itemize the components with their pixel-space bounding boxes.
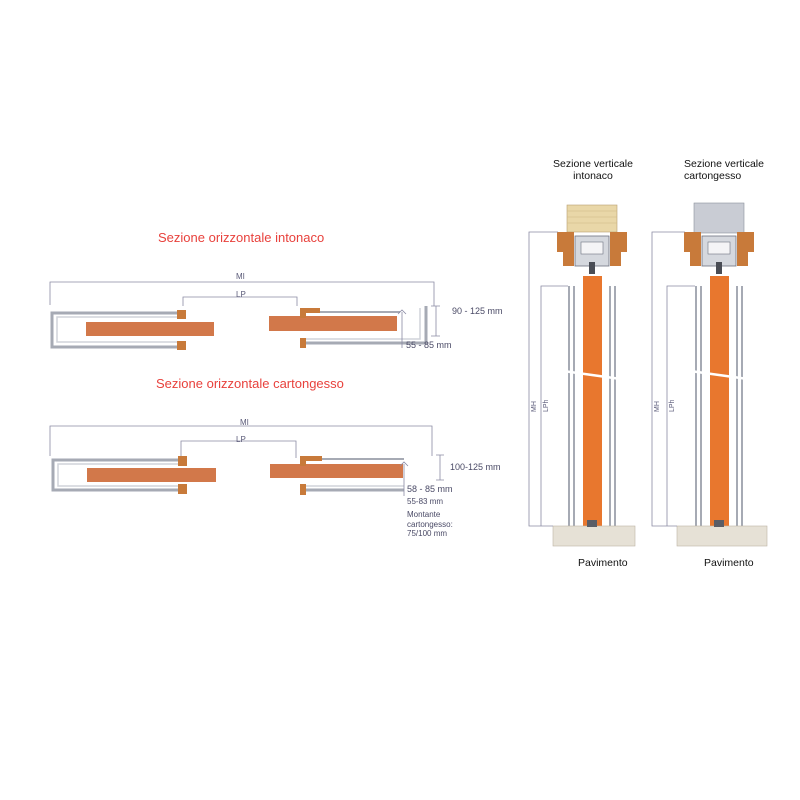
right-jamb-cap-top [300, 308, 320, 318]
right-jamb-cap-bottom [300, 338, 306, 348]
plaster-lp-label: LP [236, 290, 246, 299]
floor-guide [587, 520, 597, 527]
frame-left-rail [695, 286, 702, 526]
vertical-section-plaster [528, 204, 636, 547]
hanger [716, 262, 722, 274]
drywall-depth-range-a: 58 - 85 mm [407, 484, 453, 494]
drywall-height-range: 100-125 mm [450, 462, 501, 472]
depth-range-marker [399, 461, 409, 496]
drywall-stud-note: Montante cartongesso: 75/100 mm [407, 510, 453, 539]
plaster-floor-label: Pavimento [578, 557, 628, 569]
frame-left-rail [568, 286, 575, 526]
plaster-hatching [567, 210, 617, 224]
frame-right-rail [736, 286, 743, 526]
plaster-vertical-title: Sezione verticale intonaco [553, 158, 633, 183]
left-frame-outer-rail [51, 458, 186, 492]
left-jamb-cap-top [178, 456, 187, 466]
track-rollers [580, 241, 604, 255]
plaster-horizontal-title: Sezione orizzontale intonaco [158, 230, 325, 245]
mi-dimension-line [49, 281, 435, 306]
right-jamb-cap-bottom [300, 484, 306, 495]
right-jamb-cap-top [300, 456, 322, 466]
right-door-leaf [269, 316, 397, 331]
door-leaf [583, 276, 602, 526]
floor-slab [676, 525, 768, 547]
right-frame-inner-rail [300, 308, 421, 340]
floor-guide [714, 520, 724, 527]
leaf-break-marks [682, 368, 756, 382]
right-door-leaf [270, 464, 403, 478]
horizontal-section-drywall [49, 425, 444, 496]
floor-slab [552, 525, 636, 547]
left-frame-inner-rail [57, 463, 186, 487]
mi-dimension-line [49, 425, 433, 456]
drywall-vertical-title: Sezione verticale cartongesso [684, 158, 764, 183]
top-frame-left [557, 232, 574, 266]
top-frame-right [737, 232, 754, 266]
hanger [589, 262, 595, 274]
drywall-ceiling-block [693, 202, 745, 234]
mh-dimension-line [528, 231, 558, 527]
plaster-mh-label: MH [531, 401, 538, 412]
plaster-depth-range: 55 - 85 mm [406, 340, 452, 350]
track-rollers [707, 241, 731, 255]
drywall-floor-label: Pavimento [704, 557, 754, 569]
left-jamb-cap-bottom [177, 341, 186, 350]
left-jamb-cap-top [177, 310, 186, 319]
left-jamb-cap-bottom [178, 484, 187, 494]
left-frame-inner-rail [56, 316, 184, 343]
plaster-height-range: 90 - 125 mm [452, 306, 503, 316]
horizontal-section-plaster [49, 281, 440, 350]
drywall-lp-label: LP [236, 435, 246, 444]
plaster-ceiling-block [566, 204, 618, 233]
lh-dimension-line [540, 285, 568, 526]
top-frame-right [610, 232, 627, 266]
lp-dimension-line [180, 440, 297, 458]
height-range-marker [436, 454, 444, 481]
depth-range-marker [397, 309, 407, 348]
mh-dimension-line [651, 231, 685, 527]
door-leaf [710, 276, 729, 526]
drywall-mi-label: MI [240, 418, 249, 427]
top-frame-left [684, 232, 701, 266]
left-frame-outer-rail [50, 311, 184, 349]
leaf-break-marks [555, 368, 629, 382]
height-range-marker [431, 305, 440, 337]
drywall-horizontal-title: Sezione orizzontale cartongesso [156, 376, 344, 391]
lh-dimension-line [666, 285, 695, 526]
vertical-section-drywall [651, 202, 768, 547]
frame-right-rail [609, 286, 616, 526]
lp-dimension-line [182, 296, 298, 306]
left-door-leaf [87, 468, 216, 482]
plaster-mi-label: MI [236, 272, 245, 281]
plaster-lh-label: LPh [543, 399, 550, 412]
drywall-lh-label: LPh [669, 399, 676, 412]
drywall-mh-label: MH [654, 401, 661, 412]
drywall-depth-range-b: 55-83 mm [407, 497, 444, 506]
right-frame-bottom-rail [300, 306, 428, 345]
left-door-leaf [86, 322, 214, 336]
